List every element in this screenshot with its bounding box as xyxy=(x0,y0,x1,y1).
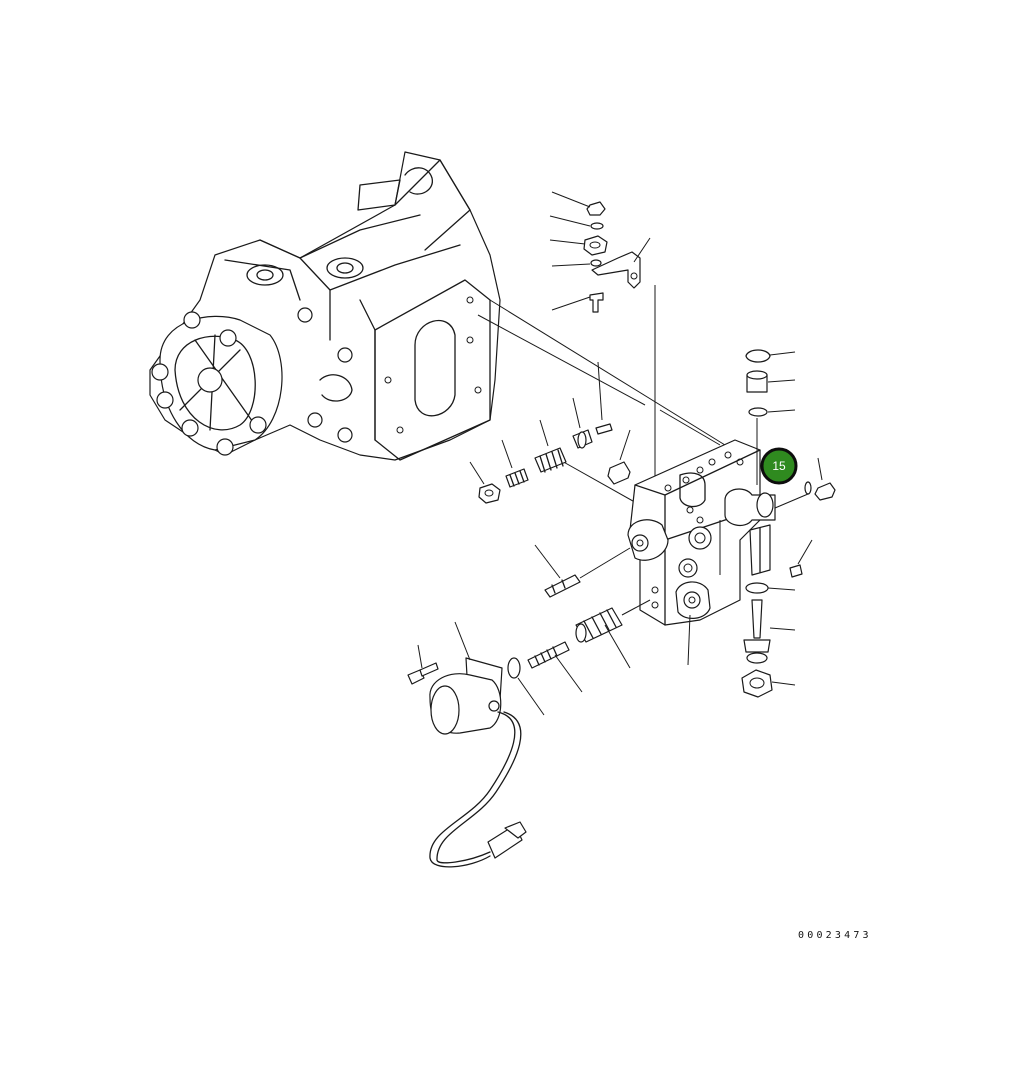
top-hardware-stack xyxy=(549,191,651,313)
spool-parts-upper xyxy=(469,361,631,504)
drawing-number: 00023473 xyxy=(798,930,872,941)
pump-housing xyxy=(149,151,501,461)
callout-15[interactable]: 15 xyxy=(760,447,798,485)
lower-spool-parts xyxy=(407,544,651,868)
guide-lines xyxy=(477,285,726,506)
right-hardware xyxy=(687,349,836,698)
callout-15-ring xyxy=(760,447,798,485)
callout-15-label: 15 xyxy=(772,459,786,473)
valve-block xyxy=(627,439,776,626)
